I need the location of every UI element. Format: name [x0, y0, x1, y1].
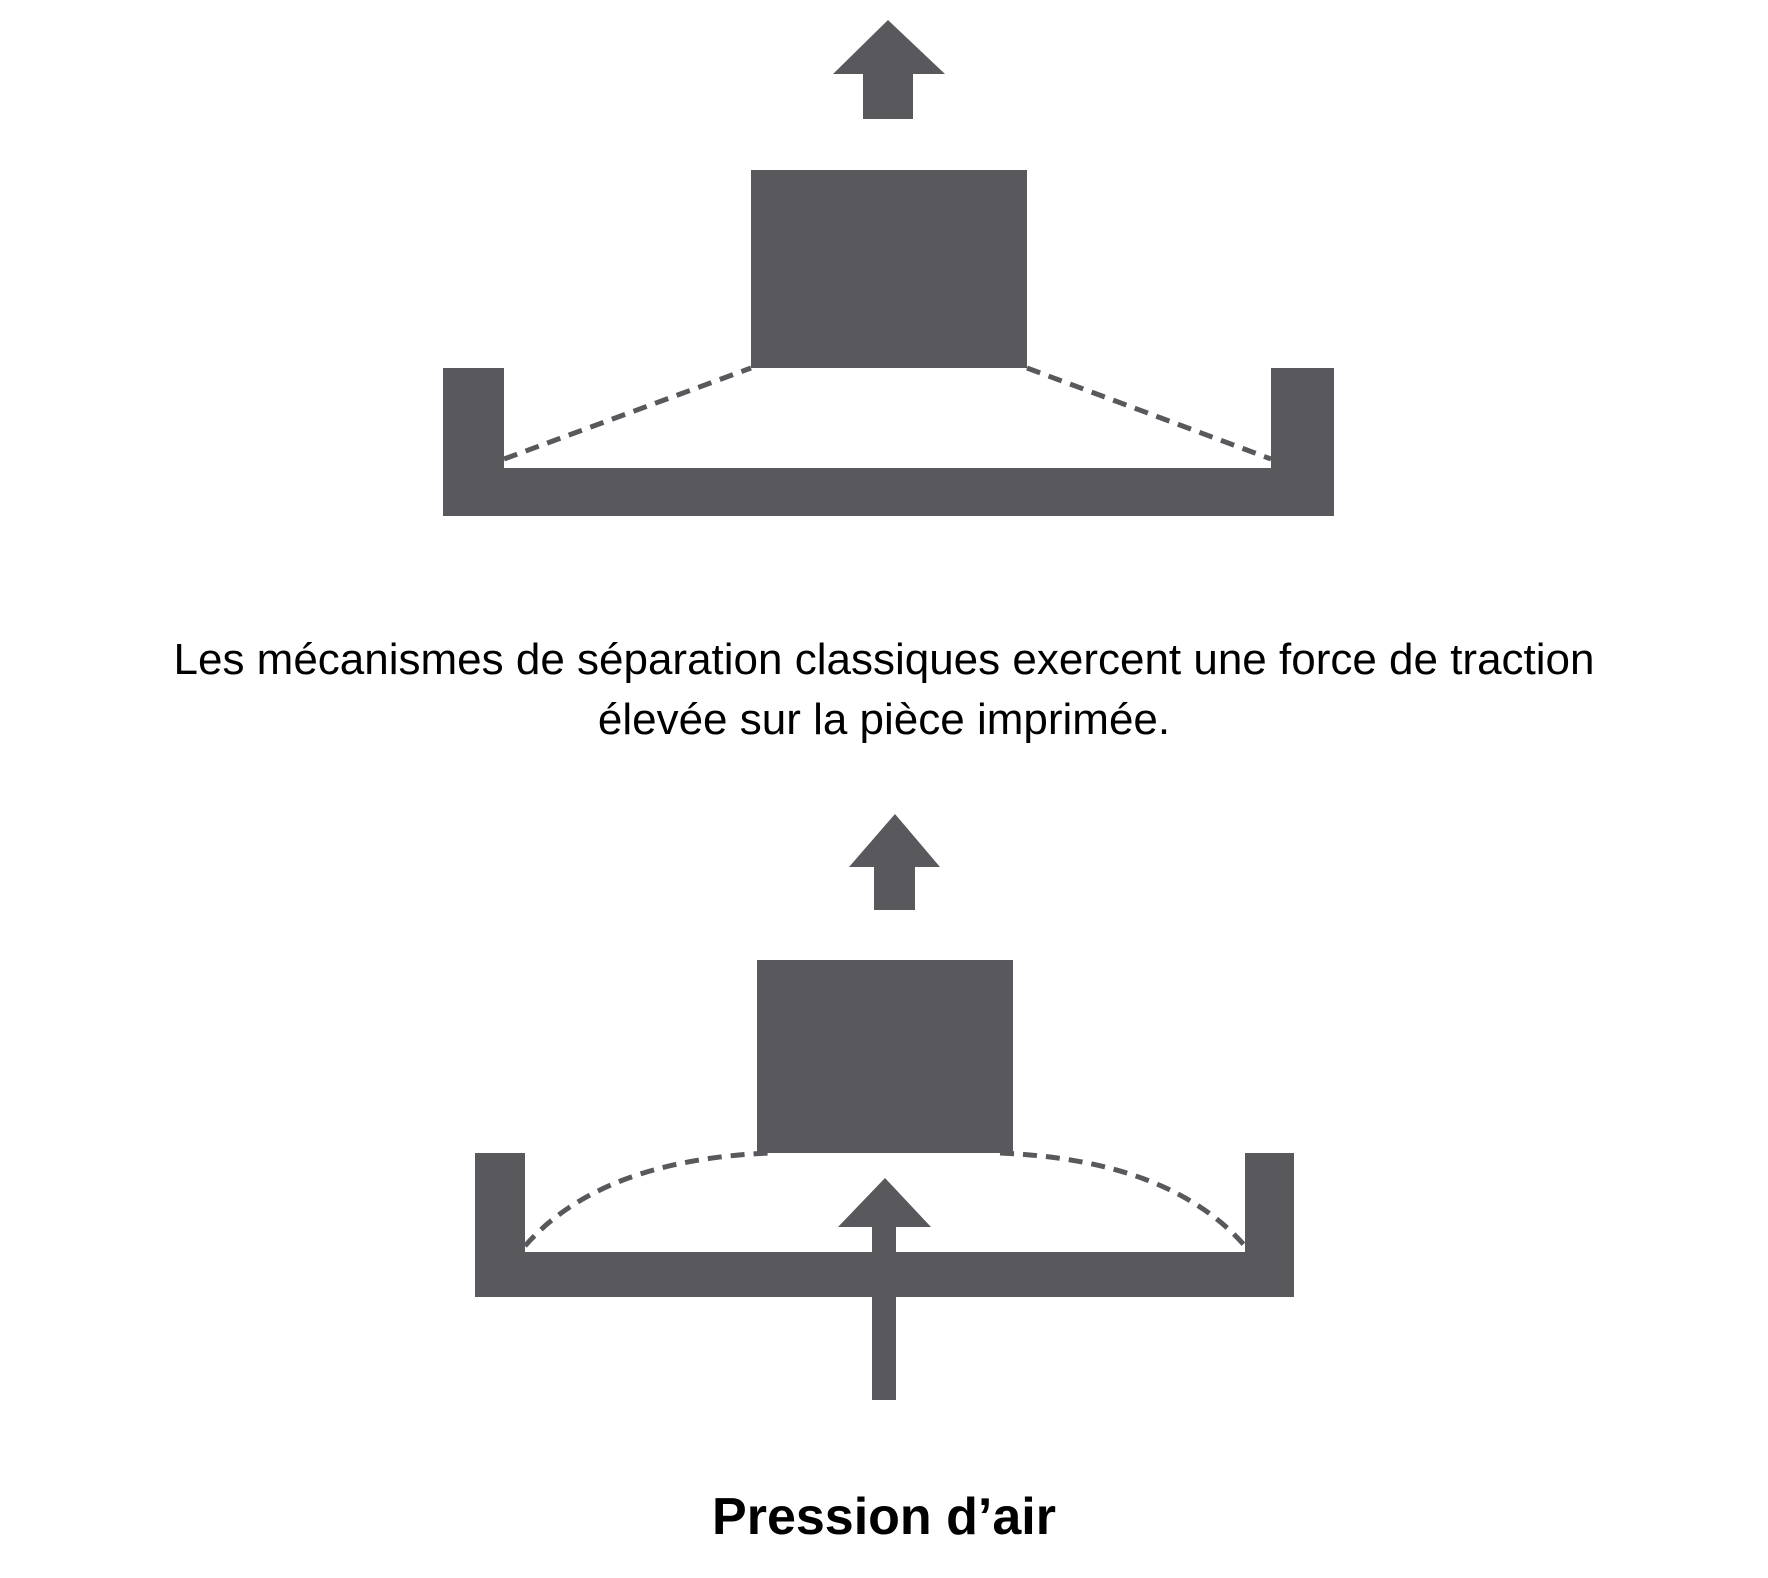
- caption-line-2: élevée sur la pièce imprimée.: [597, 695, 1171, 744]
- film-line-left: [503, 365, 752, 462]
- flexible-tray: [475, 1153, 1294, 1297]
- caption-line-1: Les mécanismes de séparation classiques …: [173, 635, 1595, 684]
- printed-part-block: [757, 960, 1013, 1153]
- film-curve-left: [523, 1150, 771, 1248]
- resin-tray: [443, 368, 1334, 516]
- film-line-right: [1026, 365, 1272, 462]
- air-pressure-arrow-icon: [838, 1178, 931, 1400]
- printed-part-block: [751, 170, 1027, 368]
- pull-up-arrow-icon: [833, 20, 945, 119]
- pull-up-arrow-icon: [849, 814, 940, 910]
- traditional-separation-caption: Les mécanismes de séparation classiques …: [0, 630, 1768, 750]
- film-curve-right: [999, 1150, 1247, 1248]
- air-pressure-caption: Pression d’air: [712, 1488, 1056, 1546]
